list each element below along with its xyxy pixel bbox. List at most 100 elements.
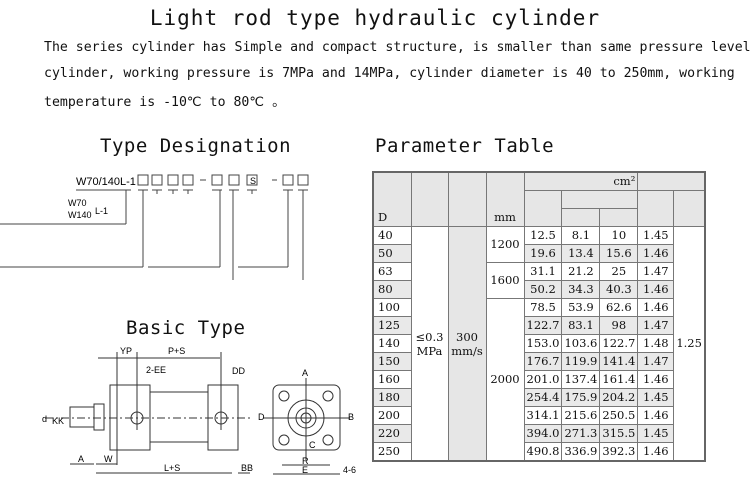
table-cell: 80 [372, 280, 412, 299]
table-cell: 1.47 [637, 352, 675, 371]
label-face-d: D [258, 412, 265, 422]
header-mm: mm [485, 171, 525, 227]
table-cell: 200 [372, 406, 412, 425]
table-cell: 25 [599, 262, 639, 281]
description-line: temperature is -10℃ to 80℃ 。 [44, 95, 286, 110]
table-cell: 175.9 [561, 388, 601, 407]
table-cell: 122.7 [523, 316, 563, 335]
header-unit: cm² [523, 171, 639, 191]
type-designation-diagram: W70/140L-1 S W70 W140 L-1 [0, 174, 309, 280]
table-cell: 40 [372, 226, 412, 245]
table-cell: 137.4 [561, 370, 601, 389]
table-cell: 103.6 [561, 334, 601, 353]
table-cell: 215.6 [561, 406, 601, 425]
label-face-b: B [348, 412, 354, 422]
table-cell: 315.5 [599, 424, 639, 443]
table-cell: 1600 [485, 262, 525, 299]
table-cell: 1.46 [637, 244, 675, 263]
table-cell: ≤0.3 MPa [410, 226, 449, 462]
table-cell: 8.1 [561, 226, 601, 245]
table-cell: 122.7 [599, 334, 639, 353]
table-cell: 300 mm/s [447, 226, 487, 462]
label-r: R [302, 456, 309, 466]
table-cell: 1.25 [673, 226, 706, 462]
model-w140: W140 [68, 210, 92, 220]
label-dd: DD [232, 366, 245, 376]
cylinder-drawing: YP P+S 2-EE DD A W L+S BB d KK A B C D R… [42, 346, 356, 475]
table-cell: 254.4 [523, 388, 563, 407]
table-cell: 1.46 [637, 406, 675, 425]
model-suffix: L-1 [95, 206, 108, 216]
basic-type-heading: Basic Type [126, 317, 246, 339]
table-cell: 31.1 [523, 262, 563, 281]
table-cell: 1200 [485, 226, 525, 263]
label-a: A [78, 454, 84, 464]
s-box-label: S [250, 176, 256, 186]
table-cell: 201.0 [523, 370, 563, 389]
label-d: d [42, 414, 47, 424]
table-cell: 490.8 [523, 442, 563, 462]
table-cell: 1.47 [637, 316, 675, 335]
table-cell: 19.6 [523, 244, 563, 263]
table-cell: 53.9 [561, 298, 601, 317]
table-cell: 119.9 [561, 352, 601, 371]
table-cell: 394.0 [523, 424, 563, 443]
table-cell: 1.45 [637, 424, 675, 443]
model-w70: W70 [68, 198, 87, 208]
table-cell: 250.5 [599, 406, 639, 425]
label-e: E [302, 465, 308, 475]
description-line: The series cylinder has Simple and compa… [44, 40, 750, 55]
description-line: cylinder, working pressure is 7MPa and 1… [44, 66, 735, 81]
header-d: D [372, 171, 412, 227]
table-cell: 153.0 [523, 334, 563, 353]
table-cell: 12.5 [523, 226, 563, 245]
table-cell: 250 [372, 442, 412, 462]
table-cell: 161.4 [599, 370, 639, 389]
table-cell: 1.48 [637, 334, 675, 353]
table-cell: 10 [599, 226, 639, 245]
table-cell: 98 [599, 316, 639, 335]
table-cell: 63 [372, 262, 412, 281]
table-cell: 140 [372, 334, 412, 353]
label-face-a: A [302, 368, 308, 378]
table-cell: 1.45 [637, 388, 675, 407]
table-cell: 220 [372, 424, 412, 443]
table-cell: 314.1 [523, 406, 563, 425]
table-cell: 15.6 [599, 244, 639, 263]
label-bb: BB [241, 463, 253, 473]
parameter-table-heading: Parameter Table [375, 135, 555, 157]
table-cell: 1.47 [637, 262, 675, 281]
label-kk: KK [52, 416, 64, 426]
table-cell: 83.1 [561, 316, 601, 335]
table-cell: 2000 [485, 298, 525, 462]
table-cell: 150 [372, 352, 412, 371]
table-cell: 176.7 [523, 352, 563, 371]
table-cell: 160 [372, 370, 412, 389]
table-cell: 204.2 [599, 388, 639, 407]
label-face-c: C [309, 440, 316, 450]
type-designation-heading: Type Designation [100, 135, 292, 157]
table-cell: 1.46 [637, 298, 675, 317]
label-holes: 4-6 [343, 465, 356, 475]
label-ps: P+S [168, 346, 185, 356]
table-cell: 62.6 [599, 298, 639, 317]
table-cell: 21.2 [561, 262, 601, 281]
table-cell: 271.3 [561, 424, 601, 443]
table-cell: 13.4 [561, 244, 601, 263]
table-cell: 34.3 [561, 280, 601, 299]
table-cell: 1.45 [637, 226, 675, 245]
table-cell: 78.5 [523, 298, 563, 317]
table-cell: 1.46 [637, 370, 675, 389]
table-cell: 40.3 [599, 280, 639, 299]
table-cell: 392.3 [599, 442, 639, 462]
table-cell: 100 [372, 298, 412, 317]
code-prefix: W70/140L-1 [76, 176, 136, 188]
